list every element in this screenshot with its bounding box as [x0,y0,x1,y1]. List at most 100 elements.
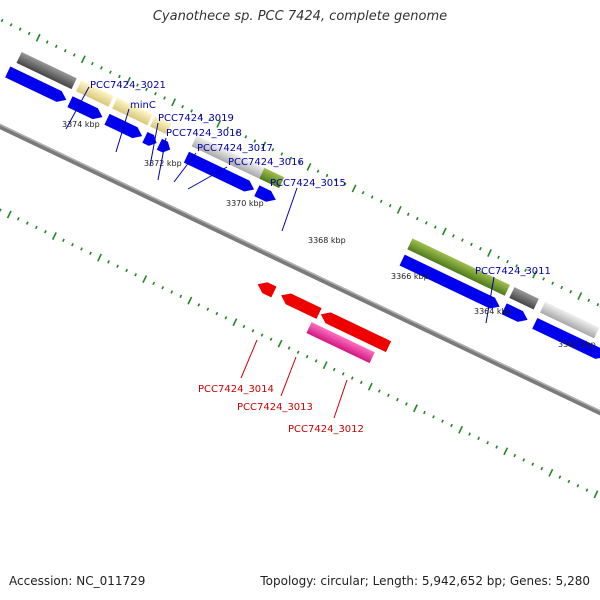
minor-tick [325,173,329,178]
minor-tick [190,109,194,113]
gene-feature-3016 [191,135,265,179]
kbp-label-3370: 3370 kbp [226,199,264,208]
gene-label-3017[interactable]: PCC7424_3017 [197,143,273,154]
minor-tick [89,251,92,255]
gene-label-3011[interactable]: PCC7424_3011 [475,266,551,277]
gene-feature-3009 [539,301,600,339]
minor-tick [80,247,83,251]
minor-tick [316,169,320,173]
minor-tick [215,311,219,316]
minor-tick [477,436,480,441]
minor-tick [170,290,174,294]
minor-tick [343,182,347,186]
minor-tick [305,354,309,359]
kbp-label-3362: 3362 kbp [558,340,596,349]
forward-cds-arrow [399,254,500,309]
reverse-label-leaders [240,339,348,419]
gene-label-3021[interactable]: PCC7424_3021 [90,80,166,91]
minor-tick [298,160,302,165]
minor-tick [134,273,138,277]
minor-tick [280,152,284,156]
minor-tick [540,466,544,471]
minor-tick [377,389,381,393]
minor-tick [370,195,374,199]
forward-cds-arrow [5,66,67,102]
forward-cds-arrow [67,96,103,120]
reverse-cds-track [257,282,392,353]
gene-feature-3015 [259,167,285,189]
major-tick [487,249,492,257]
genome-strip [0,18,600,499]
gene-label-minC[interactable]: minC [130,100,156,111]
minor-tick [576,484,580,488]
major-tick [35,33,41,42]
minor-tick [461,238,464,242]
gene-label-3014[interactable]: PCC7424_3014 [198,384,274,395]
minor-tick [54,44,58,49]
major-tick [413,404,418,413]
major-tick [80,55,86,64]
minor-tick [152,281,156,286]
minor-tick [72,53,76,57]
minor-tick [359,380,363,385]
reverse-cds-arrow [320,312,392,353]
gene-feature-3018 [150,115,172,135]
major-tick [97,253,102,262]
minor-tick [551,281,555,285]
major-tick [351,184,357,193]
major-tick [441,227,447,236]
minor-tick [424,221,428,225]
minor-tick [100,66,103,70]
forward-cds-arrow [156,138,171,153]
minor-tick [235,130,239,135]
minor-tick [44,230,47,234]
forward-cds-arrow [142,131,157,146]
minor-tick [522,458,526,462]
minor-tick [18,27,22,31]
minor-tick [406,212,410,216]
minor-tick [90,61,94,66]
minor-tick [468,432,471,436]
major-tick [532,270,538,279]
minor-tick [513,453,517,458]
gene-label-3016[interactable]: PCC7424_3016 [228,157,304,168]
minor-tick [179,294,183,299]
gene-feature-3010 [509,287,539,310]
kbp-label-3366: 3366 kbp [391,272,429,281]
gene-label-3015[interactable]: PCC7424_3015 [270,178,346,189]
minor-tick [269,337,273,342]
minor-tick [486,440,490,445]
gene-label-3013[interactable]: PCC7424_3013 [237,402,313,413]
gene-label-3019[interactable]: PCC7424_3019 [158,113,234,124]
kbp-label-3374: 3374 kbp [62,120,100,129]
major-tick [142,275,148,284]
minor-tick [396,397,399,402]
minor-tick [199,113,203,117]
major-tick [306,162,312,171]
minor-tick [181,104,184,109]
gene-label-3012[interactable]: PCC7424_3012 [288,424,364,435]
kbp-label-3368: 3368 kbp [308,236,346,245]
backbone-highlight [0,79,600,469]
minor-tick [45,40,49,44]
forward-cds-arrow [104,113,143,139]
minor-tick [208,117,212,122]
gene-label-3018[interactable]: PCC7424_3018 [166,128,242,139]
minor-tick [587,298,591,303]
major-tick [548,468,554,477]
minor-tick [34,225,38,230]
gene-feature-3011 [407,238,510,296]
minor-tick [470,242,473,247]
minor-tick [433,225,437,229]
major-tick [396,205,402,214]
minor-tick [242,324,246,329]
minor-tick [450,423,453,428]
minor-tick [506,259,509,264]
minor-tick [388,203,392,208]
forward-cds-arrow [532,317,600,359]
minor-tick [560,285,564,290]
major-tick [51,232,57,240]
minor-tick [244,135,248,139]
minor-tick [161,286,165,290]
